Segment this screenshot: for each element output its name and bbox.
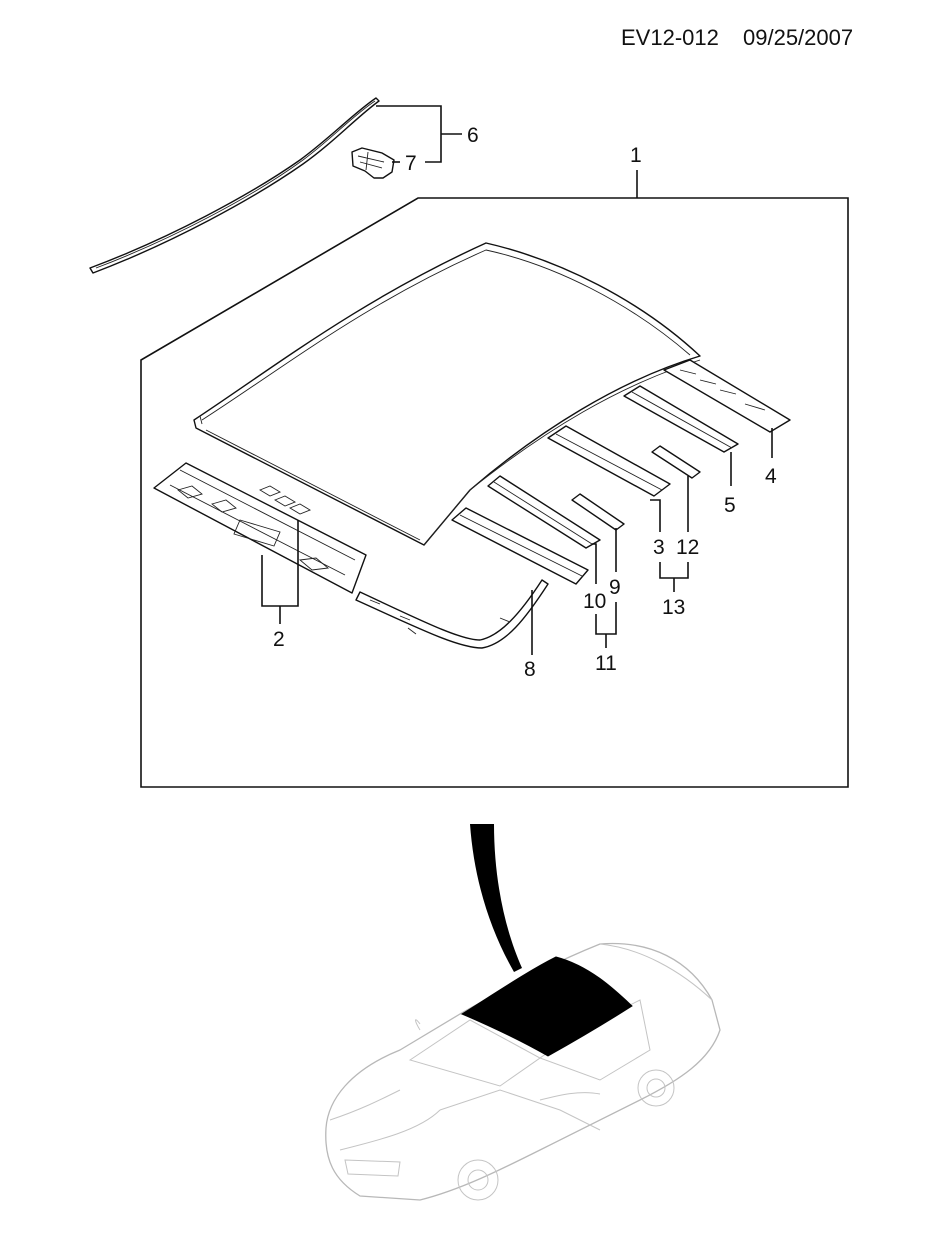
callout-8: 8 [524, 658, 536, 681]
vehicle-locator-icon [325, 942, 721, 1201]
highlighted-roof [460, 956, 633, 1057]
reinforcement-bar-icon[interactable] [571, 445, 701, 531]
assembly-box [140, 197, 849, 788]
callout-3: 3 [653, 536, 665, 559]
leader-13-bracket [659, 562, 689, 592]
rear-panel-icon[interactable] [153, 462, 367, 594]
roof-bow-icon[interactable] [451, 359, 791, 585]
callout-2: 2 [273, 628, 285, 651]
leader-6-bracket [376, 105, 462, 163]
callout-4: 4 [765, 465, 777, 488]
document-date: 09/25/2007 [743, 25, 853, 50]
sunroof-frame-icon[interactable] [355, 579, 549, 649]
roof-drip-molding-icon[interactable] [89, 97, 380, 274]
location-pointer [470, 824, 522, 972]
callout-9: 9 [609, 576, 621, 599]
leader-2 [261, 520, 299, 624]
document-code: EV12-012 [621, 25, 719, 50]
leader-10 [592, 543, 597, 584]
callout-7: 7 [405, 152, 417, 175]
callout-13: 13 [662, 596, 685, 619]
molding-clip-icon[interactable] [351, 147, 395, 179]
leader-11-bracket [595, 602, 617, 648]
callout-1: 1 [630, 144, 642, 167]
callout-5: 5 [724, 494, 736, 517]
callout-10: 10 [583, 590, 606, 613]
leader-3 [650, 499, 661, 532]
callout-12: 12 [676, 536, 699, 559]
callout-6: 6 [467, 124, 479, 147]
roof-panel-icon[interactable] [193, 242, 701, 546]
callout-11: 11 [595, 652, 617, 675]
